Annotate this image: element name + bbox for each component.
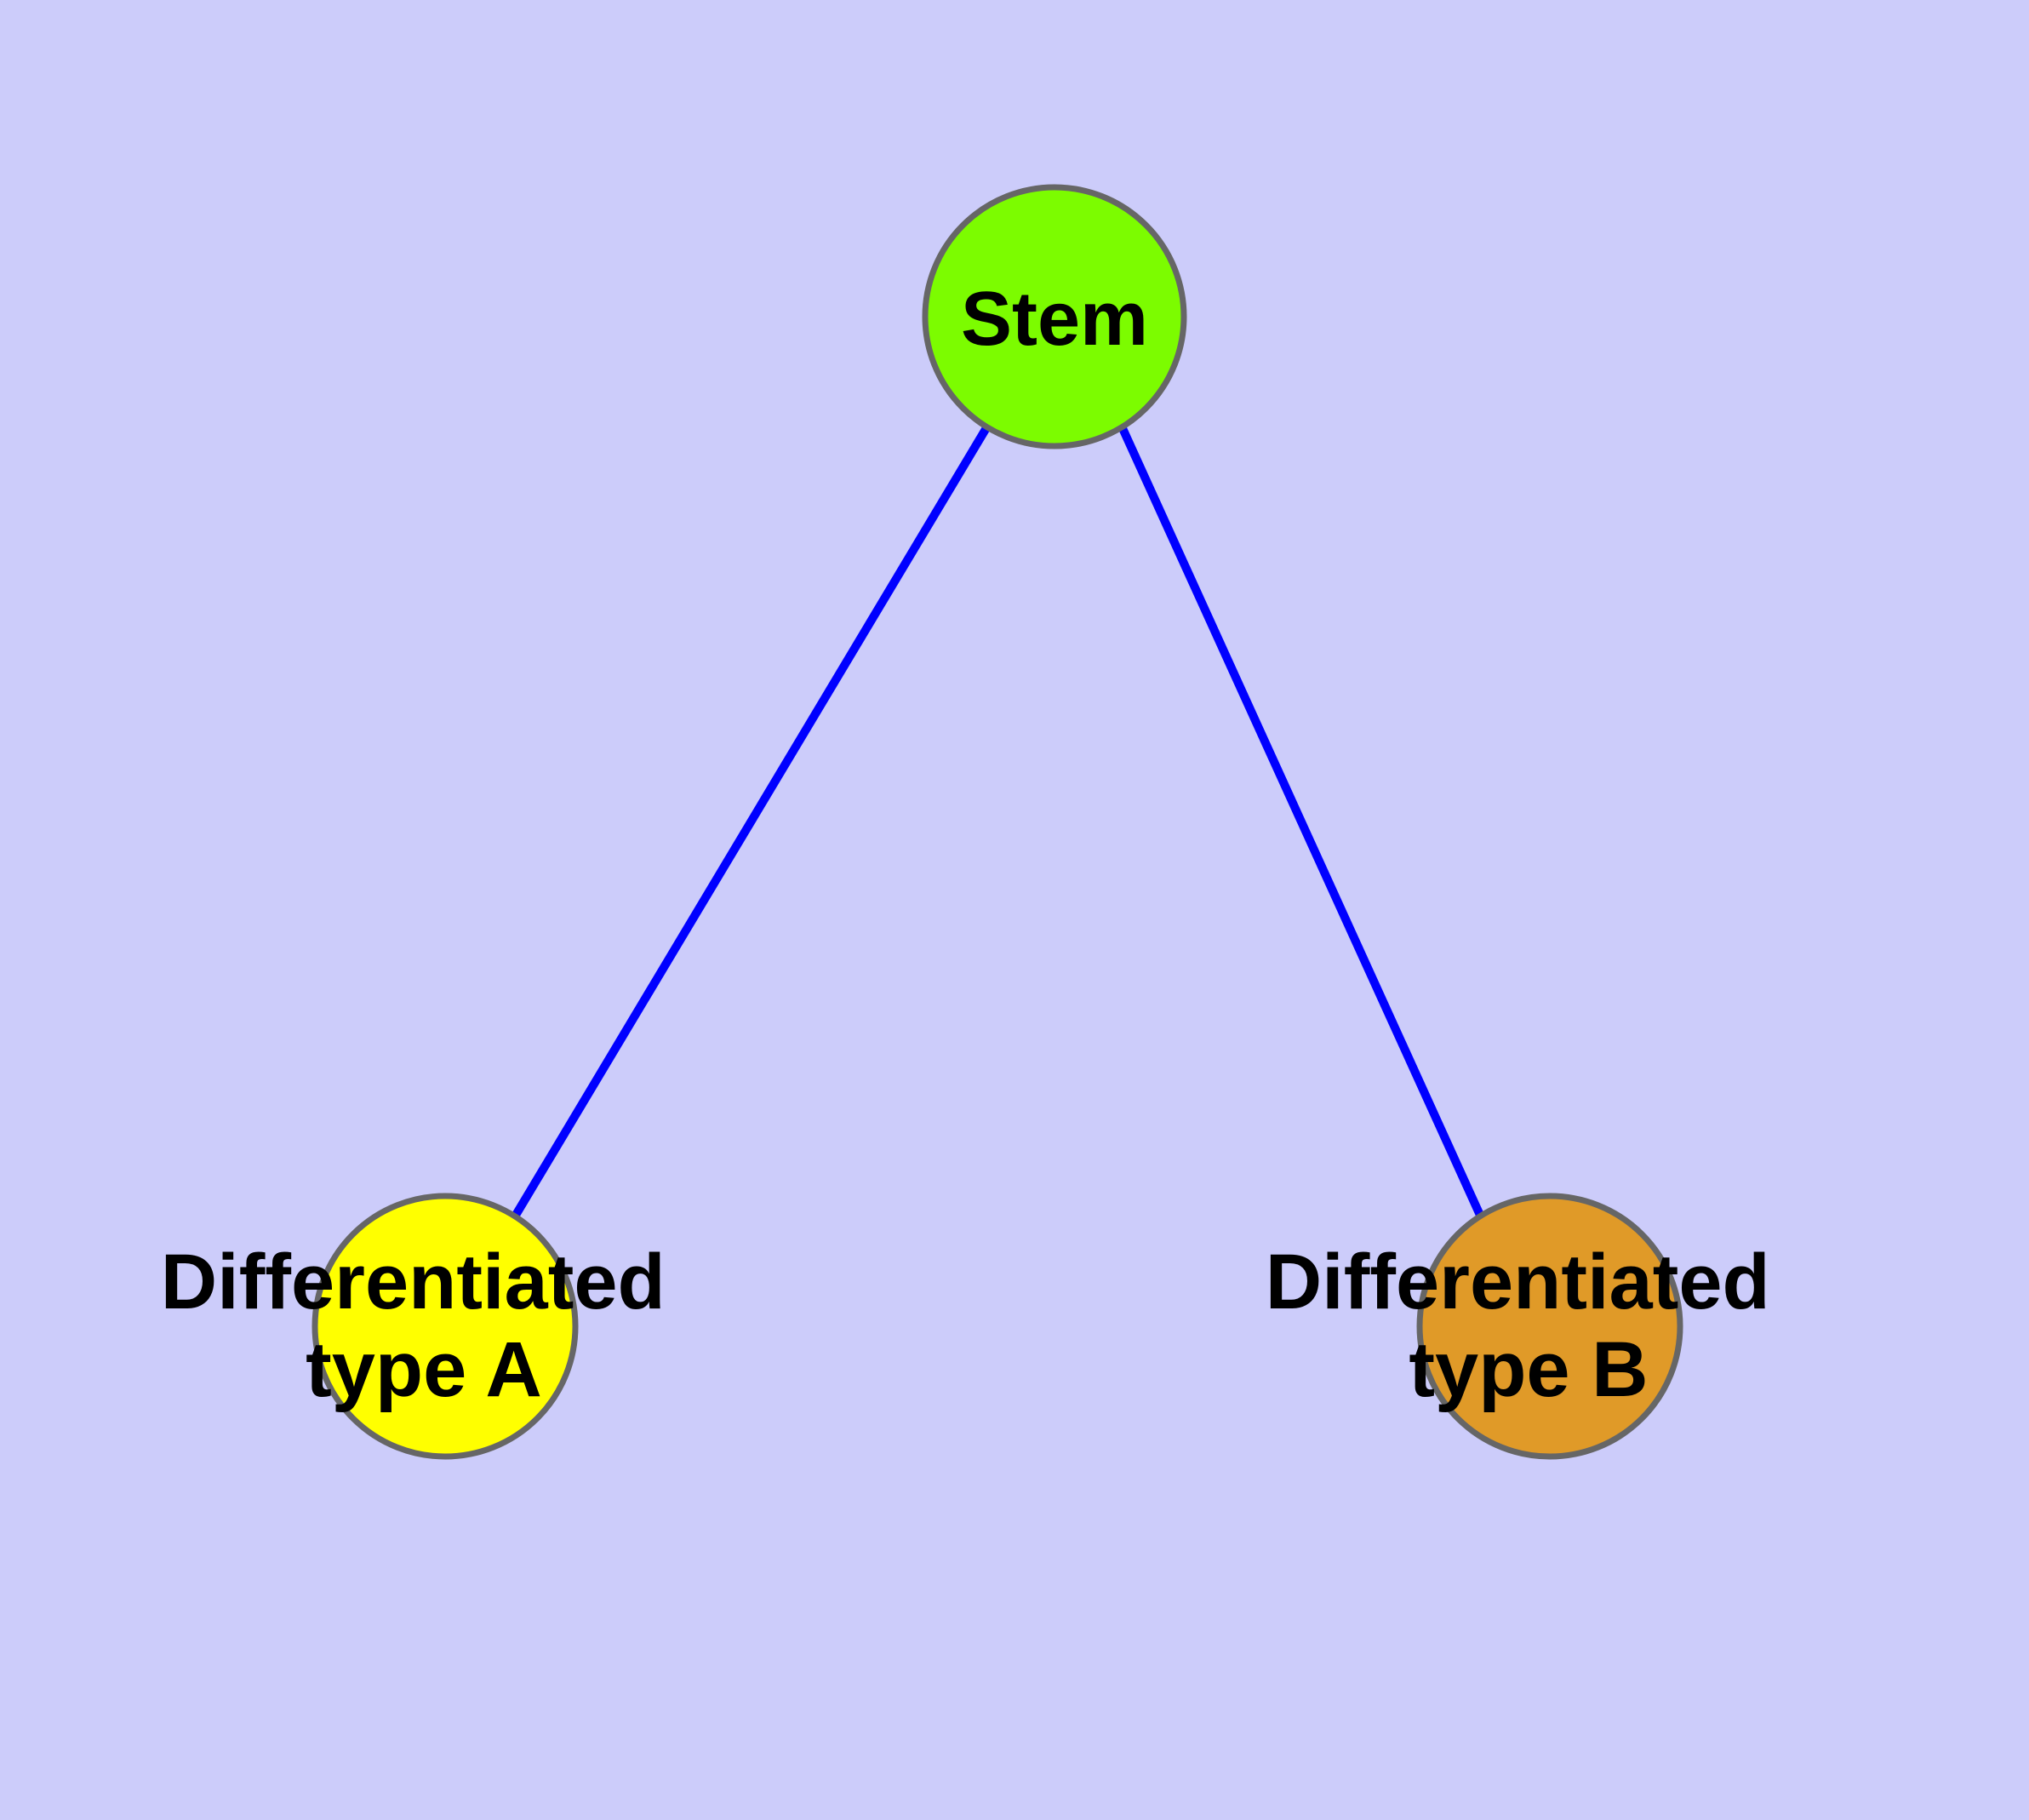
edge-stem-to-differentiated-type-a[interactable] [508, 424, 992, 1223]
edge-layer [508, 424, 1487, 1223]
node-label-differentiated-type-b: Differentiated type B [1266, 1233, 1792, 1414]
node-label-differentiated-type-b-line-2: type B [1409, 1327, 1648, 1414]
node-differentiated-type-a[interactable] [311, 1193, 579, 1460]
edge-stem-to-differentiated-type-b[interactable] [1117, 424, 1487, 1223]
node-stem[interactable] [922, 184, 1187, 449]
node-layer [311, 184, 1683, 1460]
node-label-differentiated-type-a-line-2: type A [306, 1327, 542, 1414]
node-label-differentiated-type-a-line-1: Differentiated [161, 1239, 666, 1325]
node-label-differentiated-type-a: Differentiated type A [161, 1233, 688, 1414]
node-label-stem-line-1: Stem [961, 277, 1148, 362]
label-layer: Stem Differentiated type A Differentiate… [161, 277, 1792, 1414]
node-label-differentiated-type-b-line-1: Differentiated [1266, 1239, 1770, 1325]
node-label-stem: Stem [961, 277, 1148, 362]
node-differentiated-type-b[interactable] [1416, 1193, 1683, 1460]
